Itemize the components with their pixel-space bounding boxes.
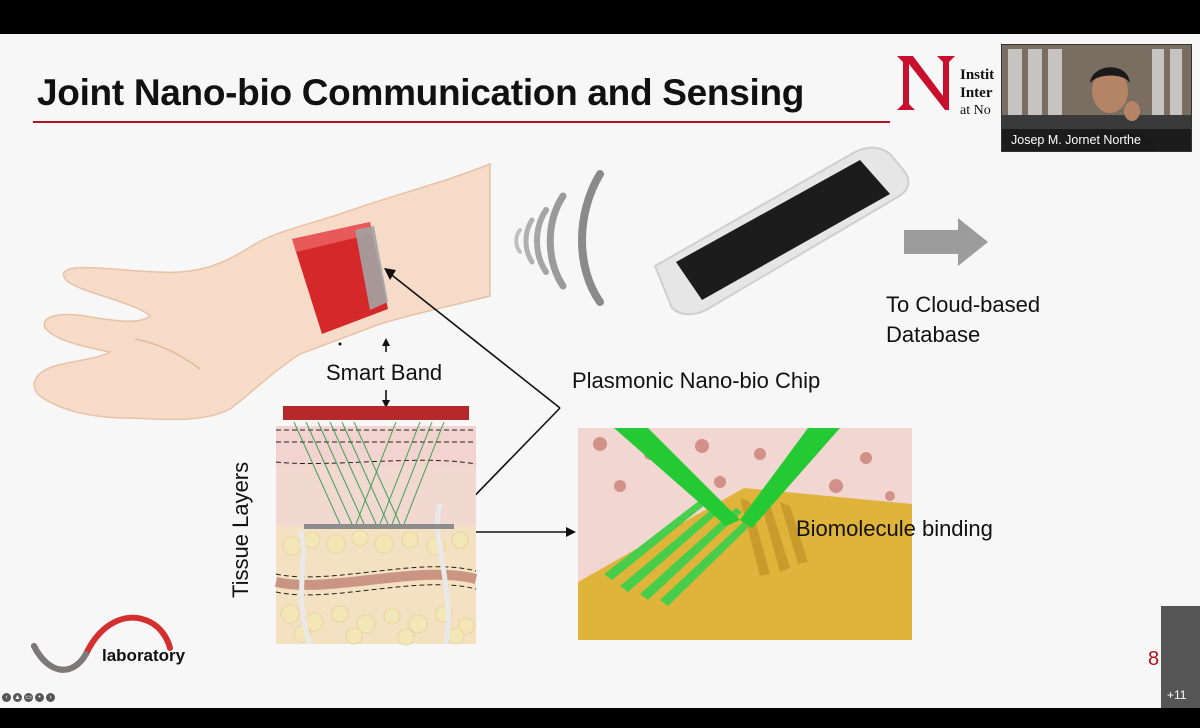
smart-band-label: Smart Band [326, 360, 443, 385]
institute-line-1: Instit [960, 67, 995, 83]
institute-name: Instit Inter at No [960, 66, 1000, 120]
more-icon[interactable]: • [35, 693, 44, 702]
slide-figure [31, 146, 988, 673]
wireless-signal-icon [514, 170, 604, 306]
nano-bio-chip-illustration [578, 428, 912, 640]
prev-icon[interactable]: ‹ [2, 693, 11, 702]
captions-icon[interactable]: ▭ [24, 693, 33, 702]
participant-name: Josep M. Jornet Northe [1002, 129, 1191, 151]
tissue-layers-illustration [274, 406, 478, 646]
more-participants-tab[interactable]: +11 [1161, 606, 1200, 708]
arrow-right-icon [904, 218, 988, 266]
title-underline [33, 121, 890, 123]
bottom-black-bar [0, 708, 1200, 728]
pointer-icon[interactable]: ▲ [13, 693, 22, 702]
lab-logo-text: laboratory [102, 646, 186, 665]
playback-controls: ‹ ▲ ▭ • › [2, 693, 55, 702]
presentation-slide: Joint Nano-bio Communication and Sensing… [0, 34, 1200, 708]
slide-title: Joint Nano-bio Communication and Sensing [37, 72, 805, 113]
smart-band-illustration [292, 222, 388, 334]
smartphone-illustration [653, 146, 910, 316]
more-participants-count: +11 [1167, 688, 1187, 702]
institute-line-3: at No [960, 103, 991, 118]
next-icon[interactable]: › [46, 693, 55, 702]
northeastern-n-logo [897, 56, 955, 110]
biomolecule-binding-label: Biomolecule binding [796, 516, 993, 541]
chip-label: Plasmonic Nano-bio Chip [572, 368, 821, 393]
institute-line-2: Inter [960, 85, 993, 101]
top-black-bar [0, 0, 1200, 34]
cloud-label-line-2: Database [886, 322, 981, 347]
slide-page-number: 8 [1148, 648, 1160, 670]
participant-video-tile[interactable]: Josep M. Jornet Northe [1001, 44, 1192, 152]
hand-illustration [33, 162, 491, 421]
tissue-layers-label: Tissue Layers [228, 461, 253, 598]
cloud-label-line-1: To Cloud-based [886, 292, 1041, 317]
